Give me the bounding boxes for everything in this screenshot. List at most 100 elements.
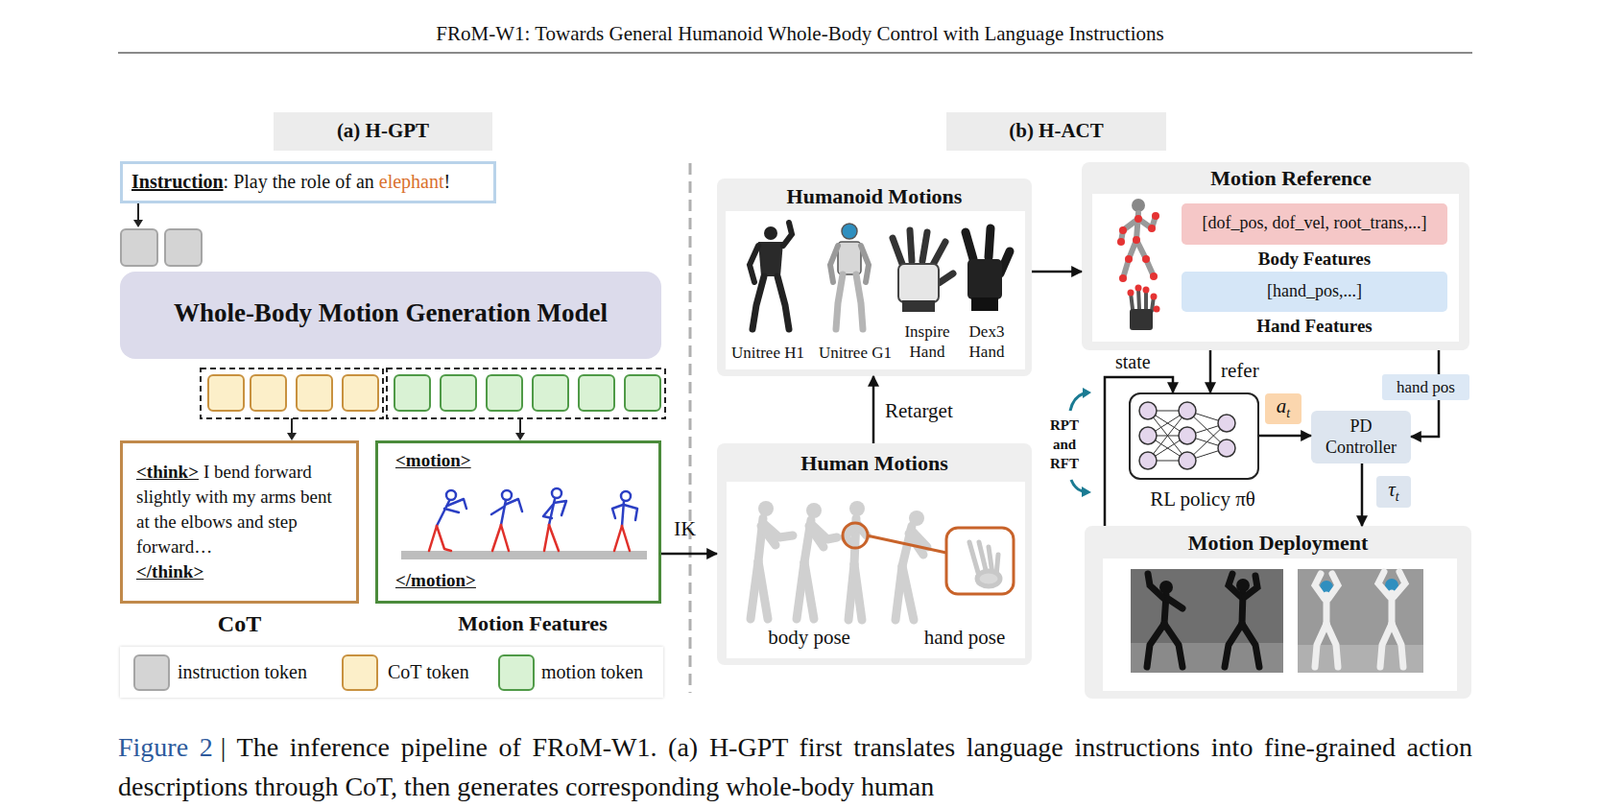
node-text: a [1276,394,1288,418]
cot-token [342,375,379,411]
connector-arrow [1361,463,1364,526]
cot-token [208,375,379,411]
training-arrow [1071,479,1083,492]
instruction-token [165,229,202,266]
node-text: ! [444,170,452,192]
token-arrow [515,432,526,441]
node-text: [dof_pos, dof_vel, root_trans,...] [1181,213,1448,234]
token-arrow [286,418,526,441]
node-text: (a) H-GPT [273,119,493,144]
legend-text: instruction token [177,661,308,684]
connector-arrow [1031,270,1082,274]
panel-divider [689,163,693,693]
feature-box: [hand_pos,...]Hand Features [1181,271,1448,312]
instruction-arrow [133,203,144,228]
training-arrow [1082,387,1092,399]
node-text: </think> [136,559,343,585]
running-header: FRoM-W1: Towards General Humanoid Whole-… [0,22,1600,47]
policy-box: RL policy πθ [1128,392,1260,480]
token-arrow [290,418,293,434]
node-text: Human Motions [716,451,1032,477]
panel-tab: (b) H-ACT [946,112,1167,151]
token-group [200,368,666,419]
panel-divider [690,163,692,693]
action-tag: at [1265,393,1302,425]
token-arrow [286,432,297,441]
node-text: <motion> [395,450,540,472]
figure-label: Figure 2 [118,732,214,763]
text-flow: Instruction: Play the role of anelephant… [122,164,494,200]
connector-arrow [1209,350,1213,393]
node-text: (b) H-ACT [946,119,1167,144]
node-text: Unitree G1 [807,342,904,363]
legend-text: CoT token [387,661,470,684]
connector-arrow [661,552,717,556]
node-text: τ [1387,477,1396,502]
edge-label: IK [673,516,696,542]
text-flow: τt [1376,476,1411,507]
cot-token [250,375,287,411]
header-rule [118,51,1473,54]
annotation-label: RPT and RFT [1042,415,1087,474]
motion-features-box: <motion></motion>Motion Features [375,440,662,604]
motion-token [440,375,477,411]
model-box: Whole-Body Motion Generation Model [119,271,662,359]
node-text: t [1395,489,1400,504]
token-group [386,368,666,419]
header-rule [118,52,1473,54]
node-text: <think> [136,461,199,482]
cot-box: <think>I bend forward slightly with my a… [119,440,359,604]
motion-token [578,375,615,411]
motion-token [394,375,661,411]
token-arrow [519,418,522,434]
instruction-token [120,229,158,266]
connector-arrow [1259,434,1312,438]
feature-box: [dof_pos, dof_vel, root_trans,...]Body F… [1181,203,1448,245]
node-text: : Play the role of an [223,170,375,192]
cot-token [208,375,244,411]
legend-text: motion token [541,661,644,684]
instruction-token [120,229,202,266]
edge-label: Retarget [884,399,954,424]
text-flow: <think>I bend forward slightly with my a… [122,443,357,601]
node-text: Inspire Hand [898,321,956,362]
node-text: Whole-Body Motion Generation Model [119,298,662,329]
node-text: Hand Features [1181,315,1448,337]
caption-text: | The inference pipeline of FRoM-W1. (a)… [118,732,1473,802]
legend-swatch [498,654,535,692]
edge-label: refer [1220,358,1260,383]
motion-token [624,375,661,411]
text-flow: at [1265,393,1302,423]
node-text: hand pose [907,625,1023,650]
module-panel: Humanoid MotionsUnitree H1Unitree G1Insp… [716,178,1032,377]
node-text: Instruction [131,170,224,192]
instruction-arrow [137,203,140,221]
edge-label: hand pos [1382,374,1470,401]
cot-token [296,375,333,411]
connector-arrow [872,376,876,444]
module-panel: Human Motionsbody posehand pose [716,443,1032,666]
module-panel: Motion Reference[dof_pos, dof_vel, root_… [1081,162,1470,351]
node-text: PD Controller [1311,415,1411,458]
node-text: Body Features [1181,248,1448,270]
node-text: </motion> [395,570,540,592]
panel-inner [1102,558,1457,692]
controller-box: PD Controller [1311,410,1411,464]
instruction-box: Instruction: Play the role of anelephant… [119,161,497,204]
node-text: t [1286,405,1290,421]
legend-swatch [133,654,170,692]
instruction-arrow [133,219,144,228]
motion-token [532,375,569,411]
node-text: RL policy πθ [1098,487,1307,512]
caption-block: Figure 2| The inference pipeline of FRoM… [118,727,1473,807]
motion-token [486,375,523,411]
node-text: CoT [119,611,359,638]
legend-swatch [341,654,379,692]
node-text: Unitree H1 [719,342,816,363]
token-group [200,368,383,419]
node-text: Motion Deployment [1084,530,1472,556]
panel-tab: (a) H-GPT [273,112,493,151]
edge-label: state [1115,351,1151,374]
node-text: Humanoid Motions [716,184,1032,210]
